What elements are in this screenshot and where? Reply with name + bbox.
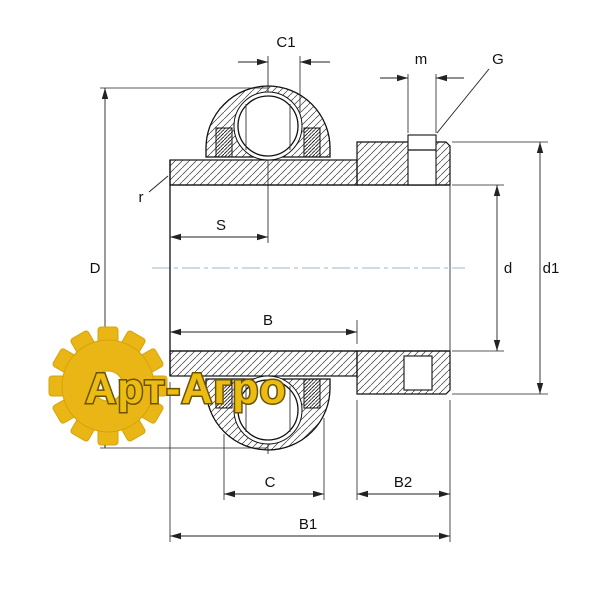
seal-bottom-right (303, 378, 321, 409)
dim-label-m: m (415, 51, 428, 68)
callout-r: r (139, 175, 169, 206)
collar-bottom-recess (403, 355, 433, 391)
dimension-C: C (223, 418, 325, 500)
dim-label-B1: B1 (299, 516, 317, 533)
dim-label-d1: d1 (543, 260, 560, 277)
seal-bottom-left (215, 378, 233, 409)
dimension-m: m (380, 51, 464, 133)
dimension-C1: C1 (238, 34, 330, 112)
seal-top-left (215, 127, 233, 158)
dimension-B: B (170, 312, 358, 344)
ball-top (237, 95, 299, 157)
bearing-cross-section (169, 85, 451, 451)
dimension-B1: B1 (169, 382, 450, 542)
dim-label-B: B (263, 312, 273, 329)
gear-icon (48, 326, 168, 446)
dimensions: D d d1 S (90, 34, 560, 542)
dim-label-S: S (216, 217, 226, 234)
dim-label-C: C (265, 474, 276, 491)
dim-label-B2: B2 (394, 474, 412, 491)
seal-top-right (303, 127, 321, 158)
callout-G: G (436, 51, 504, 134)
dim-label-D: D (90, 260, 101, 277)
dimension-B2: B2 (356, 400, 451, 542)
dimension-S: S (170, 217, 268, 241)
ball-bottom (237, 379, 299, 441)
watermark: Арт-Агро (48, 326, 287, 446)
set-screw (407, 134, 437, 186)
watermark-text: Арт-Агро (85, 365, 287, 413)
dim-label-G: G (492, 51, 504, 68)
inner-ring-top-band (169, 159, 358, 186)
dimension-d: d (452, 184, 512, 352)
dim-label-C1: C1 (276, 34, 295, 51)
dim-label-d: d (504, 260, 512, 277)
dimension-d1: d1 (452, 141, 560, 395)
dim-label-r: r (139, 189, 144, 206)
